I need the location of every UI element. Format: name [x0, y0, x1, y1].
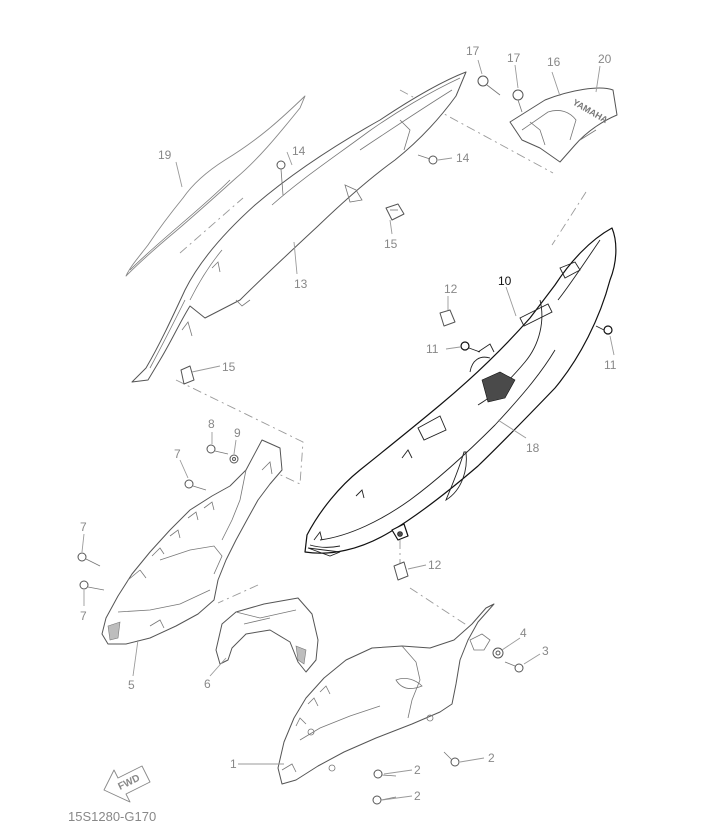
- callout-17a: 17: [466, 44, 480, 58]
- callout-3: 3: [542, 644, 549, 658]
- callout-14a: 14: [292, 144, 306, 158]
- part-10-side-cover: [304, 227, 617, 557]
- part-13-rail: [131, 71, 467, 383]
- part-17-screws: [477, 75, 524, 113]
- callout-7b: 7: [80, 520, 87, 534]
- assembly-lines: [175, 89, 587, 627]
- callout-13: 13: [294, 277, 308, 291]
- callout-10: 10: [498, 274, 512, 288]
- callout-2c: 2: [488, 751, 495, 765]
- callout-19: 19: [158, 148, 172, 162]
- reference-code: 15S1280-G170: [68, 809, 156, 824]
- callout-2a: 2: [414, 763, 421, 777]
- callout-12a: 12: [444, 282, 458, 296]
- part-19-decal: [125, 95, 306, 277]
- part-1-lower-cover: [277, 603, 495, 785]
- callout-4: 4: [520, 626, 527, 640]
- part-7-screws: [77, 479, 207, 591]
- callout-15b: 15: [222, 360, 236, 374]
- part-11-screws: [460, 325, 613, 353]
- callout-18: 18: [526, 441, 540, 455]
- part-12-nuts: [393, 309, 456, 581]
- callout-1: 1: [230, 757, 237, 771]
- callout-8: 8: [208, 417, 215, 431]
- callout-6: 6: [204, 677, 211, 691]
- part-6-guard: [215, 597, 319, 673]
- part-15a-nut: [385, 203, 405, 221]
- callout-20: 20: [598, 52, 612, 66]
- part-2-screws: [372, 751, 460, 805]
- callout-2b: 2: [414, 789, 421, 803]
- fwd-arrow-icon: FWD: [103, 765, 151, 803]
- part-14-screws: [276, 154, 438, 196]
- part-3-screw: [504, 661, 524, 673]
- callout-15a: 15: [384, 237, 398, 251]
- callout-14b: 14: [456, 151, 470, 165]
- part-15b-nut: [180, 365, 195, 385]
- part-9-washer: [229, 454, 239, 464]
- leader-lines: [81, 59, 615, 801]
- callout-16: 16: [547, 55, 561, 69]
- part-16-tail-cap: YAMAHA: [509, 87, 618, 163]
- callout-11b: 11: [604, 358, 617, 372]
- part-8-screw: [206, 444, 229, 455]
- callout-7c: 7: [80, 609, 87, 623]
- callout-5: 5: [128, 678, 135, 692]
- callout-9: 9: [234, 426, 241, 440]
- callout-7a: 7: [174, 447, 181, 461]
- callout-17b: 17: [507, 51, 521, 65]
- callout-11a: 11: [426, 342, 439, 356]
- part-4-washer: [492, 647, 504, 659]
- callout-12b: 12: [428, 558, 442, 572]
- grommet-clip: [391, 523, 409, 541]
- callouts: 1 2 2 2 3 4 5 6 7 7 7 8 9 10 11 11 12 12…: [80, 44, 617, 803]
